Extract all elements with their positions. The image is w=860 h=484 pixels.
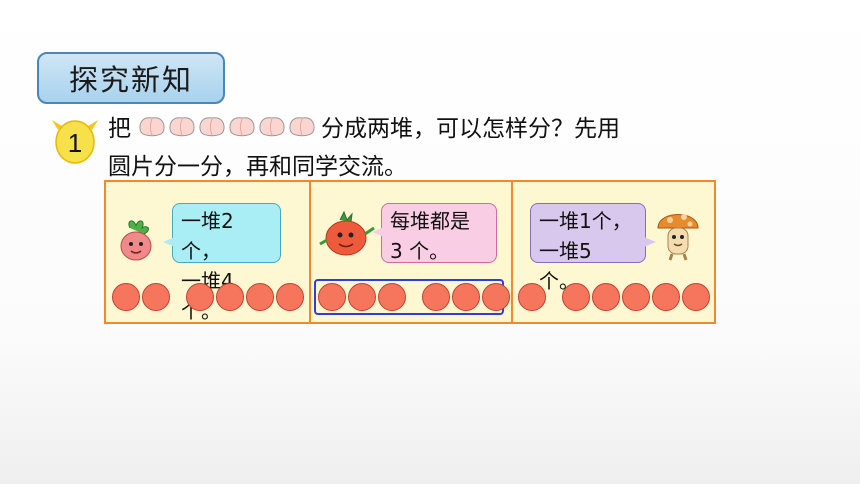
counter-dot (422, 283, 450, 311)
peach-icon (229, 117, 255, 137)
peach-icon (139, 117, 165, 137)
speech-bubble-2-and-4: 一堆2个， 一堆4个。 (172, 203, 281, 323)
problem-prefix: 把 (108, 116, 131, 142)
counter-dot (112, 283, 140, 311)
counter-dot (378, 283, 406, 311)
panel-divider (309, 182, 311, 322)
counter-dot (482, 283, 510, 311)
mushroom-character-icon (657, 214, 699, 261)
bubble-tail (644, 237, 656, 247)
counter-dot (318, 283, 346, 311)
tomato-character-icon (319, 210, 375, 256)
counter-dot (276, 283, 304, 311)
counter-dot (216, 283, 244, 311)
counter-dot (142, 283, 170, 311)
counter-dot (518, 283, 546, 311)
peach-icon (289, 117, 315, 137)
speech-bubble-1-and-5: 一堆1个， 一堆5 个。 (530, 203, 646, 293)
peach-icon (199, 117, 225, 137)
problem-number: 1 (68, 128, 82, 158)
counter-dot (652, 283, 680, 311)
problem-line-1: 把 分成两堆，可以怎样分？先用 (108, 109, 620, 143)
peach-icon (259, 117, 285, 137)
peach-icon (169, 117, 195, 137)
division-panel: 一堆2个， 一堆4个。 每堆都是 3 个。 一堆1个， 一堆5 个。 (104, 180, 716, 324)
panel-divider (511, 182, 513, 322)
counter-dot (622, 283, 650, 311)
counter-dot (682, 283, 710, 311)
peach-row (137, 114, 317, 138)
bubble-tail (372, 227, 384, 237)
counter-dot (246, 283, 274, 311)
counter-dot (186, 283, 214, 311)
radish-character-icon (120, 220, 152, 261)
problem-number-badge: 1 (52, 120, 98, 164)
counter-dot (452, 283, 480, 311)
counter-dot (348, 283, 376, 311)
section-title: 探究新知 (37, 52, 225, 104)
problem-suffix: 分成两堆，可以怎样分？先用 (321, 116, 620, 142)
speech-bubble-3-each: 每堆都是 3 个。 (381, 203, 497, 263)
problem-line-2: 圆片分一分，再和同学交流。 (108, 154, 407, 180)
counter-dot (562, 283, 590, 311)
counter-dot (592, 283, 620, 311)
bubble-tail (163, 237, 175, 247)
